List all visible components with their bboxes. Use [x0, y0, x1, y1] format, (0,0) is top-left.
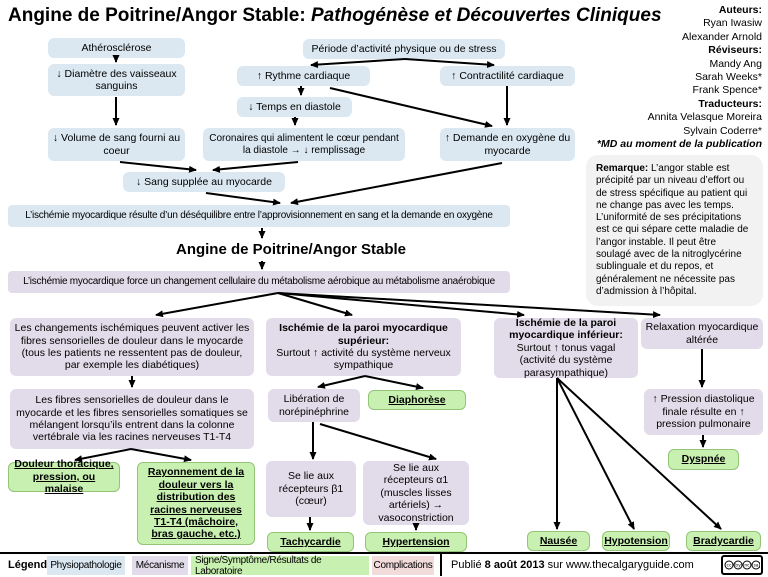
node-tachycardie: Tachycardie [267, 532, 354, 552]
page-title-subtitle: Pathogénèse et Découvertes Cliniques [310, 5, 662, 26]
node-pression-diastolique: ↑ Pression diastolique finale résulte en… [644, 389, 763, 435]
svg-text:cc: cc [727, 564, 732, 569]
node-fibres-sensorielles: Les fibres sensorielles de douleur dans … [10, 389, 254, 449]
node-rayonnement-douleur: Rayonnement de la douleur vers la distri… [137, 462, 255, 545]
credits-translator: Annita Velasque Moreira [647, 111, 762, 124]
node-periode-activite: Période d’activité physique ou de stress [303, 39, 505, 59]
node-liberation-norepinephrine: Libération de norépinéphrine [268, 389, 360, 422]
node-hypertension: Hypertension [365, 532, 467, 552]
node-contractilite-cardiaque: ↑ Contractilité cardiaque [440, 66, 575, 86]
node-ischemie-inferieure: Ischémie de la paroi myocardique inférie… [494, 317, 638, 379]
svg-text:nc: nc [744, 564, 750, 569]
credits-authors-label: Auteurs: [718, 4, 762, 16]
remark-label: Remarque: [596, 163, 649, 174]
credits-author: Ryan Iwasiw [703, 17, 762, 30]
credits-block: Auteurs: Ryan Iwasiw Alexander Arnold Ré… [597, 4, 762, 151]
legend-chip-complications: Complications [372, 556, 434, 575]
node-ischemie-superieure-body: Surtout ↑ activité du système nerveux sy… [276, 347, 451, 372]
diagnosis-heading: Angine de Poitrine/Angor Stable [175, 241, 407, 258]
node-rythme-cardiaque: ↑ Rythme cardiaque [237, 66, 370, 86]
node-recepteurs-alpha1: Se lie aux récepteurs α1 (muscles lisses… [363, 461, 469, 525]
remark-box: Remarque: L’angor stable est précipité p… [586, 155, 763, 307]
legend-chip-physiopathologie: Physiopathologie [47, 556, 125, 575]
page-title: Angine de Poitrine/Angor Stable: Pathogé… [8, 5, 662, 27]
node-desequilibre: L’ischémie myocardique résulte d’un désé… [8, 205, 510, 227]
node-recepteurs-beta1: Se lie aux récepteurs β1 (cœur) [266, 461, 356, 517]
node-nausee: Nausée [527, 531, 590, 551]
node-demande-oxygene: ↑ Demande en oxygène du myocarde [440, 128, 575, 161]
credits-author: Alexander Arnold [682, 30, 762, 43]
legend-bar: Légende: Physiopathologie Mécanisme Sign… [0, 552, 768, 577]
credits-reviewer: Frank Spence* [692, 84, 762, 97]
page-title-main: Angine de Poitrine/Angor Stable: [8, 5, 306, 26]
svg-text:sa: sa [753, 564, 758, 569]
node-temps-diastole: ↓ Temps en diastole [237, 97, 352, 117]
node-atherosclerose: Athérosclérose [48, 38, 185, 58]
legend-label: Légende: [8, 559, 57, 571]
node-bradycardie: Bradycardie [686, 531, 761, 551]
credits-footnote: *MD au moment de la publication [596, 138, 762, 151]
credits-reviewer: Mandy Ang [709, 57, 762, 70]
node-changements-ischemiques: Les changements ischémiques peuvent acti… [10, 318, 254, 376]
legend-divider [440, 554, 442, 576]
credits-translators-label: Traducteurs: [698, 97, 762, 110]
remark-text: L’angor stable est précipité par un nive… [596, 163, 749, 297]
node-diametre-vaisseaux: ↓ Diamètre des vaisseaux sanguins [48, 64, 185, 96]
node-volume-sang: ↓ Volume de sang fourni au coeur [48, 128, 185, 161]
node-douleur-thoracique: Douleur thoracique, pression, ou malaise [8, 458, 120, 495]
node-sang-supplee: ↓ Sang supplée au myocarde [123, 172, 285, 192]
node-coronaires: Coronaires qui alimentent le cœur pendan… [203, 128, 405, 161]
node-diaphorese: Diaphorèse [368, 390, 466, 410]
svg-text:by: by [735, 563, 741, 569]
credits-reviewers-label: Réviseurs: [708, 44, 762, 57]
cc-by-nc-sa-glyphs: cc by nc sa [724, 560, 760, 570]
credits-translator: Sylvain Coderre* [683, 124, 762, 137]
node-ischemie-inferieure-title: Ischémie de la paroi myocardique inférie… [509, 317, 623, 342]
node-dyspnee: Dyspnée [668, 449, 739, 470]
node-hypotension: Hypotension [602, 531, 670, 551]
node-relaxation-alteree: Relaxation myocardique altérée [641, 318, 763, 349]
node-ischemie-superieure: Ischémie de la paroi myocardique supérie… [266, 318, 461, 376]
legend-chip-mecanisme: Mécanisme [132, 556, 188, 575]
legend-chip-signe-symptome: Signe/Symptôme/Résultats de Laboratoire [191, 555, 369, 577]
node-metabolisme: L’ischémie myocardique force un changeme… [8, 271, 510, 293]
published-text: Publié 8 août 2013 sur www.thecalgarygui… [451, 559, 694, 571]
credits-reviewer: Sarah Weeks* [695, 71, 762, 84]
node-ischemie-inferieure-body: Surtout ↑ tonus vagal (activité du systè… [516, 341, 616, 379]
node-ischemie-superieure-title: Ischémie de la paroi myocardique supérie… [279, 322, 448, 347]
cc-license-icon: cc by nc sa [721, 555, 763, 575]
